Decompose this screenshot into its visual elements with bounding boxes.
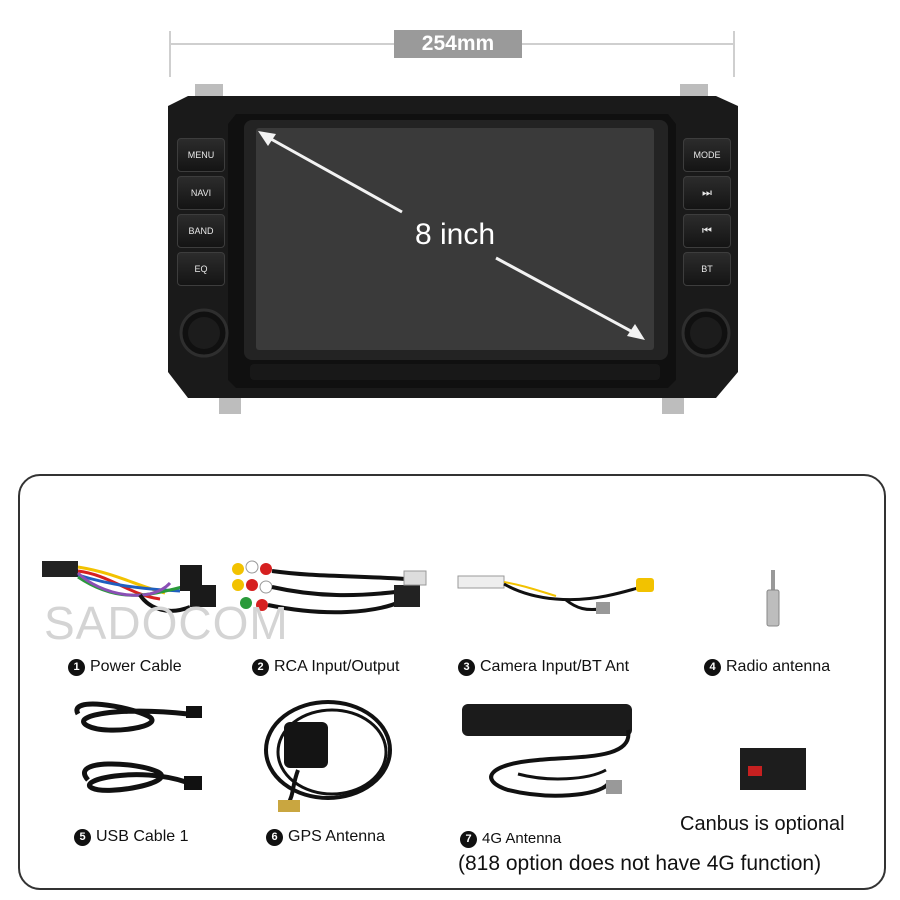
radio-antenna-image: [766, 570, 780, 627]
dimension-label: 254mm: [394, 30, 522, 58]
canbus-box-image: [740, 748, 806, 790]
head-unit-drawing: [168, 84, 738, 414]
screen-size-label: 8 inch: [414, 218, 496, 251]
camera-cable-image: [457, 575, 654, 614]
caption-usb-cable: 5 USB Cable 1: [74, 828, 189, 846]
caption-label: RCA Input/Output: [274, 658, 400, 675]
usb-cable-image: [74, 701, 202, 793]
caption-label: Camera Input/BT Ant: [480, 658, 630, 675]
caption-power-cable: 1 Power Cable: [68, 658, 182, 676]
caption-label: GPS Antenna: [288, 828, 385, 845]
watermark: SADOCOM: [44, 597, 289, 649]
caption-4g-antenna: 7 4G Antenna: [460, 830, 561, 848]
item-number-badge: 7: [460, 831, 477, 848]
caption-gps-antenna: 6 GPS Antenna: [266, 828, 385, 846]
fourg-note: (818 option does not have 4G function): [458, 852, 822, 875]
dimension-cap-left: [169, 31, 171, 77]
mode-button[interactable]: MODE: [683, 138, 731, 172]
caption-label: USB Cable 1: [96, 828, 189, 845]
caption-rca-cable: 2 RCA Input/Output: [252, 658, 399, 676]
next-track-icon[interactable]: ⏭: [683, 176, 731, 210]
caption-label: 4G Antenna: [482, 830, 562, 847]
menu-button[interactable]: MENU: [177, 138, 225, 172]
dimension-cap-right: [733, 31, 735, 77]
previous-track-icon[interactable]: ⏮: [683, 214, 731, 248]
power-cable-image: [42, 561, 216, 613]
caption-radio-antenna: 4 Radio antenna: [704, 658, 830, 676]
navi-button[interactable]: NAVI: [177, 176, 225, 210]
bt-button[interactable]: BT: [683, 252, 731, 286]
item-number-badge: 1: [68, 659, 85, 676]
head-unit: MENU NAVI BAND EQ MODE ⏭ ⏮ BT 8 inch: [0, 0, 900, 430]
canbus-note: Canbus is optional: [680, 813, 845, 835]
item-number-badge: 3: [458, 659, 475, 676]
item-number-badge: 5: [74, 829, 91, 846]
accessories-panel: [18, 474, 886, 890]
item-number-badge: 2: [252, 659, 269, 676]
gps-antenna-image: [264, 700, 392, 812]
4g-antenna-image: [462, 704, 632, 798]
eq-button[interactable]: EQ: [177, 252, 225, 286]
caption-label: Radio antenna: [726, 658, 831, 675]
band-button[interactable]: BAND: [177, 214, 225, 248]
caption-camera-cable: 3 Camera Input/BT Ant: [458, 658, 629, 676]
item-number-badge: 6: [266, 829, 283, 846]
item-number-badge: 4: [704, 659, 721, 676]
rca-cable-image: [232, 560, 427, 615]
caption-label: Power Cable: [90, 658, 182, 675]
